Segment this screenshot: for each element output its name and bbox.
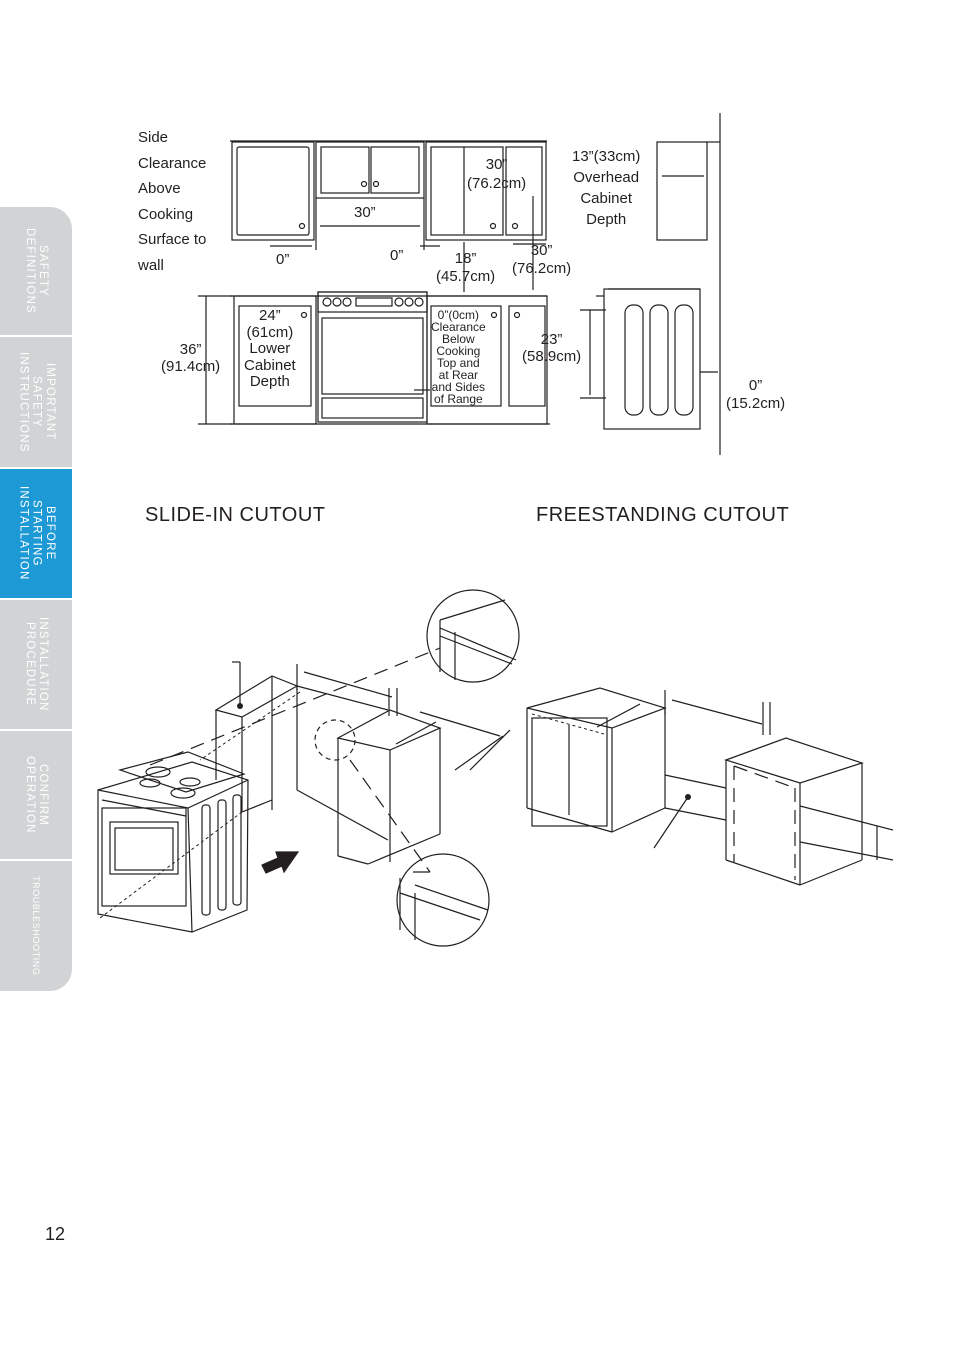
tab-important-safety[interactable]: IMPORTANT SAFETY INSTRUCTIONS <box>0 337 72 467</box>
overhead-depth-label: 13”(33cm) Overhead Cabinet Depth <box>572 148 641 228</box>
side-clearance-label: Side Clearance Above Cooking Surface to … <box>138 129 207 274</box>
tab-label: IMPORTANT SAFETY INSTRUCTIONS <box>17 351 56 453</box>
tab-confirm-operation[interactable]: CONFIRM OPERATION <box>0 731 72 859</box>
height-30-right-label: 30” (76.2cm) <box>512 242 572 277</box>
tab-label: SAFETY DEFINITIONS <box>24 227 50 315</box>
freestanding-heading: FREESTANDING CUTOUT <box>536 504 790 526</box>
depth-23-label: 23” (58.9cm) <box>522 331 582 365</box>
tab-safety-definitions[interactable]: SAFETY DEFINITIONS <box>0 207 72 335</box>
height-30-top-label: 30” (76.2cm) <box>467 156 527 192</box>
tab-label: TROUBLESHOOTING <box>31 876 42 976</box>
tab-label: CONFIRM OPERATION <box>24 756 50 834</box>
height-36-label: 36” (91.4cm) <box>161 341 221 375</box>
zero-mid-label: 0” <box>390 247 404 264</box>
page-number: 12 <box>45 1224 66 1244</box>
below-clearance-label: 0”(0cm) Clearance Below Cooking Top and … <box>431 308 486 406</box>
zero-left-label: 0” <box>276 251 290 268</box>
tab-label: BEFORE STARTING INSTALLATION <box>17 486 56 581</box>
zero-rear-label: 0” (15.2cm) <box>726 377 786 412</box>
height-18-label: 18” (45.7cm) <box>436 250 496 285</box>
tab-installation-procedure[interactable]: INSTALLATION PROCEDURE <box>0 600 72 729</box>
lower-depth-label: 24” (61cm) Lower Cabinet Depth <box>244 307 296 390</box>
width-30-label: 30” <box>354 204 376 221</box>
tab-label: INSTALLATION PROCEDURE <box>24 617 50 712</box>
slide-in-heading: SLIDE-IN CUTOUT <box>145 504 326 526</box>
tab-before-starting[interactable]: BEFORE STARTING INSTALLATION <box>0 469 72 598</box>
tab-troubleshooting[interactable]: TROUBLESHOOTING <box>0 861 72 991</box>
